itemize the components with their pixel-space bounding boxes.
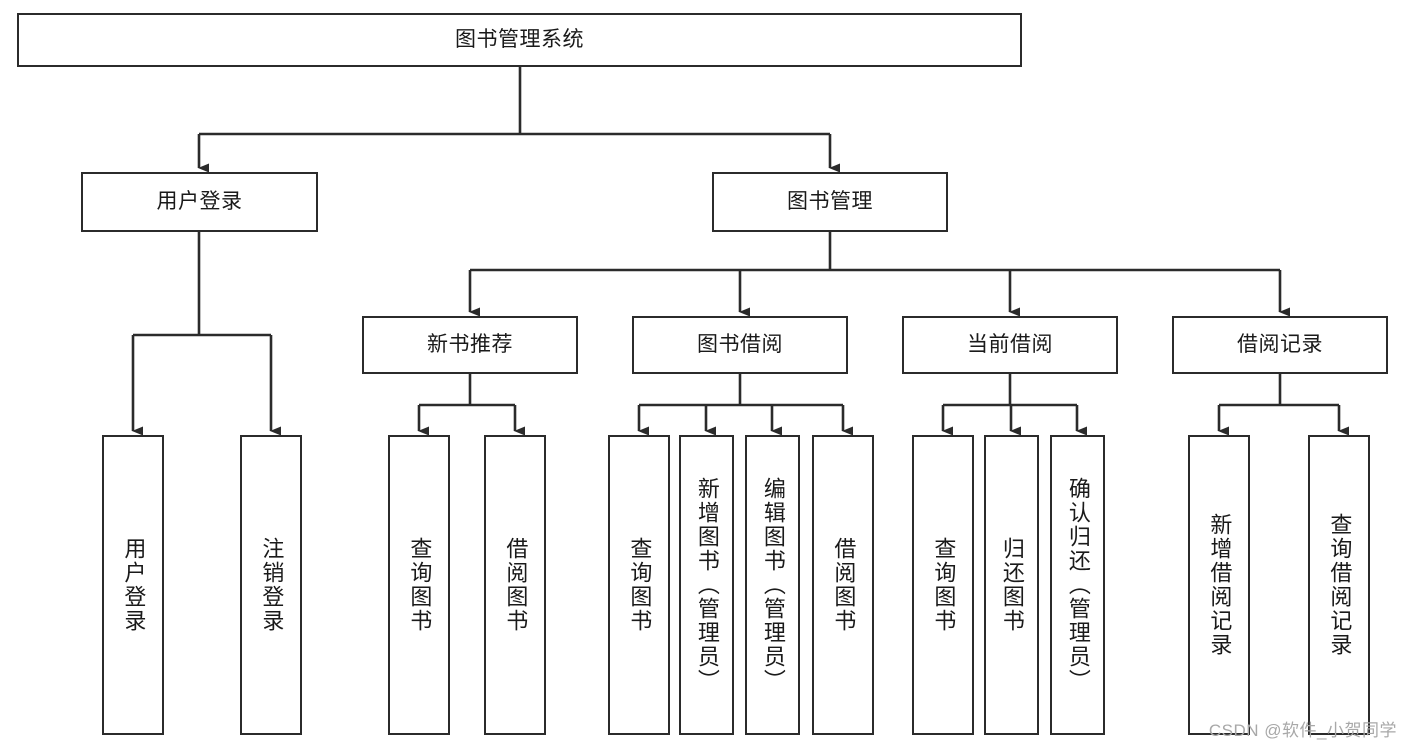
node-book-management[interactable]: 图书管理 [712, 172, 948, 232]
node-leaf-add-book-admin[interactable]: 新增图书（管理员） [679, 435, 734, 735]
node-leaf-add-borrow-record[interactable]: 新增借阅记录 [1188, 435, 1250, 735]
node-leaf-add-borrow-record-label: 新增借阅记录 [1207, 513, 1233, 657]
node-leaf-query-books-borrow[interactable]: 查询图书 [608, 435, 670, 735]
node-new-book-recommend-label: 新书推荐 [427, 332, 513, 356]
node-root[interactable]: 图书管理系统 [17, 13, 1022, 67]
node-current-borrow[interactable]: 当前借阅 [902, 316, 1118, 374]
node-leaf-edit-book-admin-label: 编辑图书（管理员） [760, 477, 786, 693]
node-leaf-query-books-current[interactable]: 查询图书 [912, 435, 974, 735]
node-leaf-query-borrow-record-label: 查询借阅记录 [1327, 513, 1353, 657]
node-user-login-label: 用户登录 [156, 189, 243, 213]
node-root-label: 图书管理系统 [455, 27, 584, 51]
node-leaf-query-books-new[interactable]: 查询图书 [388, 435, 450, 735]
node-leaf-confirm-return-admin-label: 确认归还（管理员） [1065, 477, 1091, 693]
node-leaf-add-book-admin-label: 新增图书（管理员） [694, 477, 720, 693]
node-leaf-confirm-return-admin[interactable]: 确认归还（管理员） [1050, 435, 1105, 735]
node-book-borrow-label: 图书借阅 [697, 332, 783, 356]
node-leaf-query-books-borrow-label: 查询图书 [627, 537, 653, 633]
node-leaf-borrow-books-new[interactable]: 借阅图书 [484, 435, 546, 735]
node-leaf-query-books-new-label: 查询图书 [407, 537, 433, 633]
node-leaf-logout-login-label: 注销登录 [259, 537, 285, 633]
node-book-borrow[interactable]: 图书借阅 [632, 316, 848, 374]
node-leaf-query-borrow-record[interactable]: 查询借阅记录 [1308, 435, 1370, 735]
node-new-book-recommend[interactable]: 新书推荐 [362, 316, 578, 374]
node-leaf-return-books[interactable]: 归还图书 [984, 435, 1039, 735]
node-leaf-borrow-books-borrow-label: 借阅图书 [831, 537, 857, 633]
node-book-management-label: 图书管理 [787, 189, 873, 213]
node-leaf-user-login[interactable]: 用户登录 [102, 435, 164, 735]
node-leaf-query-books-current-label: 查询图书 [931, 537, 957, 633]
node-borrow-record[interactable]: 借阅记录 [1172, 316, 1388, 374]
node-leaf-borrow-books-borrow[interactable]: 借阅图书 [812, 435, 874, 735]
node-leaf-return-books-label: 归还图书 [999, 537, 1025, 633]
node-leaf-logout-login[interactable]: 注销登录 [240, 435, 302, 735]
node-user-login[interactable]: 用户登录 [81, 172, 318, 232]
node-borrow-record-label: 借阅记录 [1237, 332, 1323, 356]
node-leaf-edit-book-admin[interactable]: 编辑图书（管理员） [745, 435, 800, 735]
node-current-borrow-label: 当前借阅 [967, 332, 1053, 356]
node-leaf-user-login-label: 用户登录 [121, 537, 147, 633]
watermark-text: CSDN @软件_小贺同学 [1208, 721, 1397, 740]
node-leaf-borrow-books-new-label: 借阅图书 [503, 537, 529, 633]
